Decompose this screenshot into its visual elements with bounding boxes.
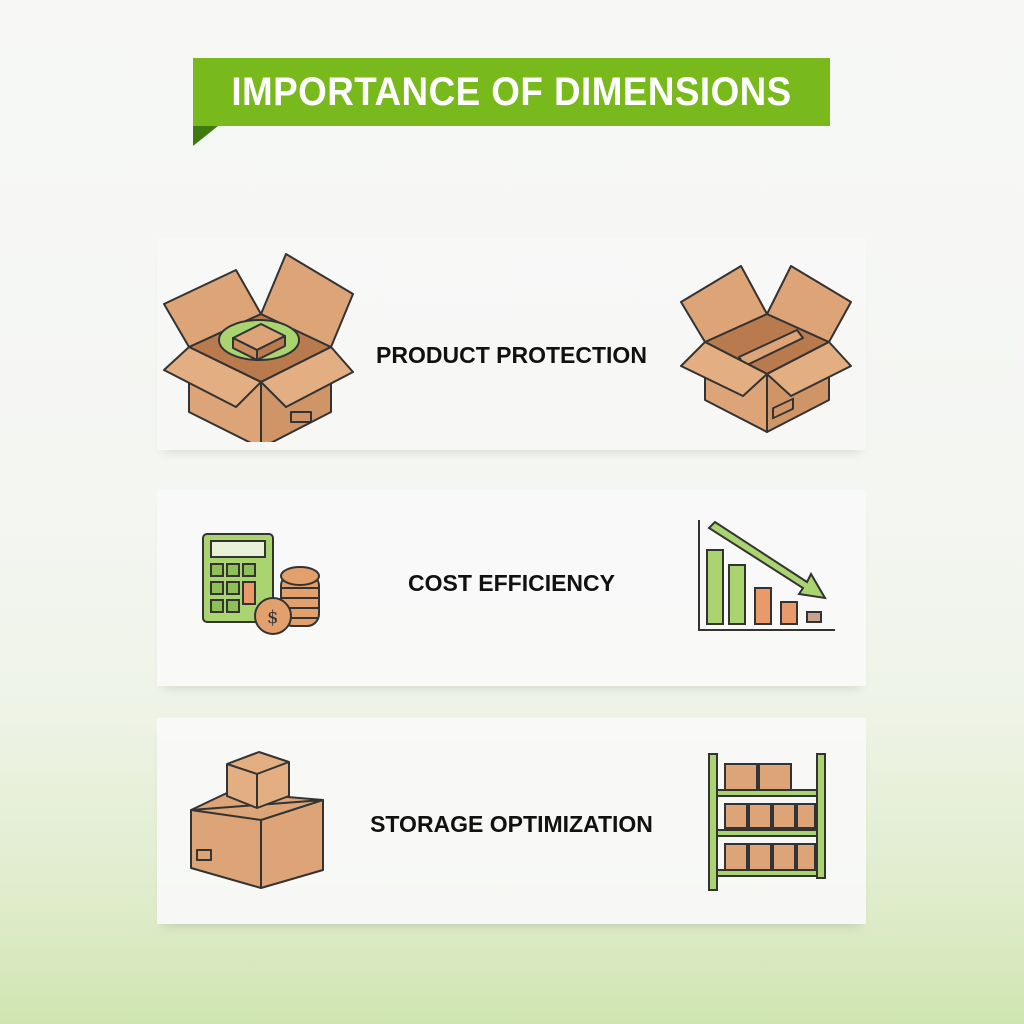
calculator-and-coins-icon: $ — [202, 533, 320, 635]
title-banner: IMPORTANCE OF DIMENSIONS — [193, 58, 830, 126]
item-label: STORAGE OPTIMIZATION — [370, 811, 653, 837]
card-storage-optimization: STORAGE OPTIMIZATION — [157, 718, 866, 924]
stacked-boxes-icon — [190, 751, 324, 889]
declining-bar-chart-icon — [698, 520, 835, 631]
banner-fold — [193, 126, 218, 146]
card-product-protection: PRODUCT PROTECTION — [157, 238, 866, 450]
card-cost-efficiency: $ COST EFFICIENCY — [157, 490, 866, 686]
warehouse-shelf-icon — [708, 753, 826, 891]
page-title: IMPORTANCE OF DIMENSIONS — [231, 69, 792, 114]
item-label: COST EFFICIENCY — [407, 570, 615, 596]
item-label: PRODUCT PROTECTION — [376, 342, 647, 368]
svg-text:$: $ — [267, 607, 278, 628]
open-box-with-cushioned-product-icon — [163, 253, 354, 442]
open-empty-box-icon — [680, 265, 852, 433]
